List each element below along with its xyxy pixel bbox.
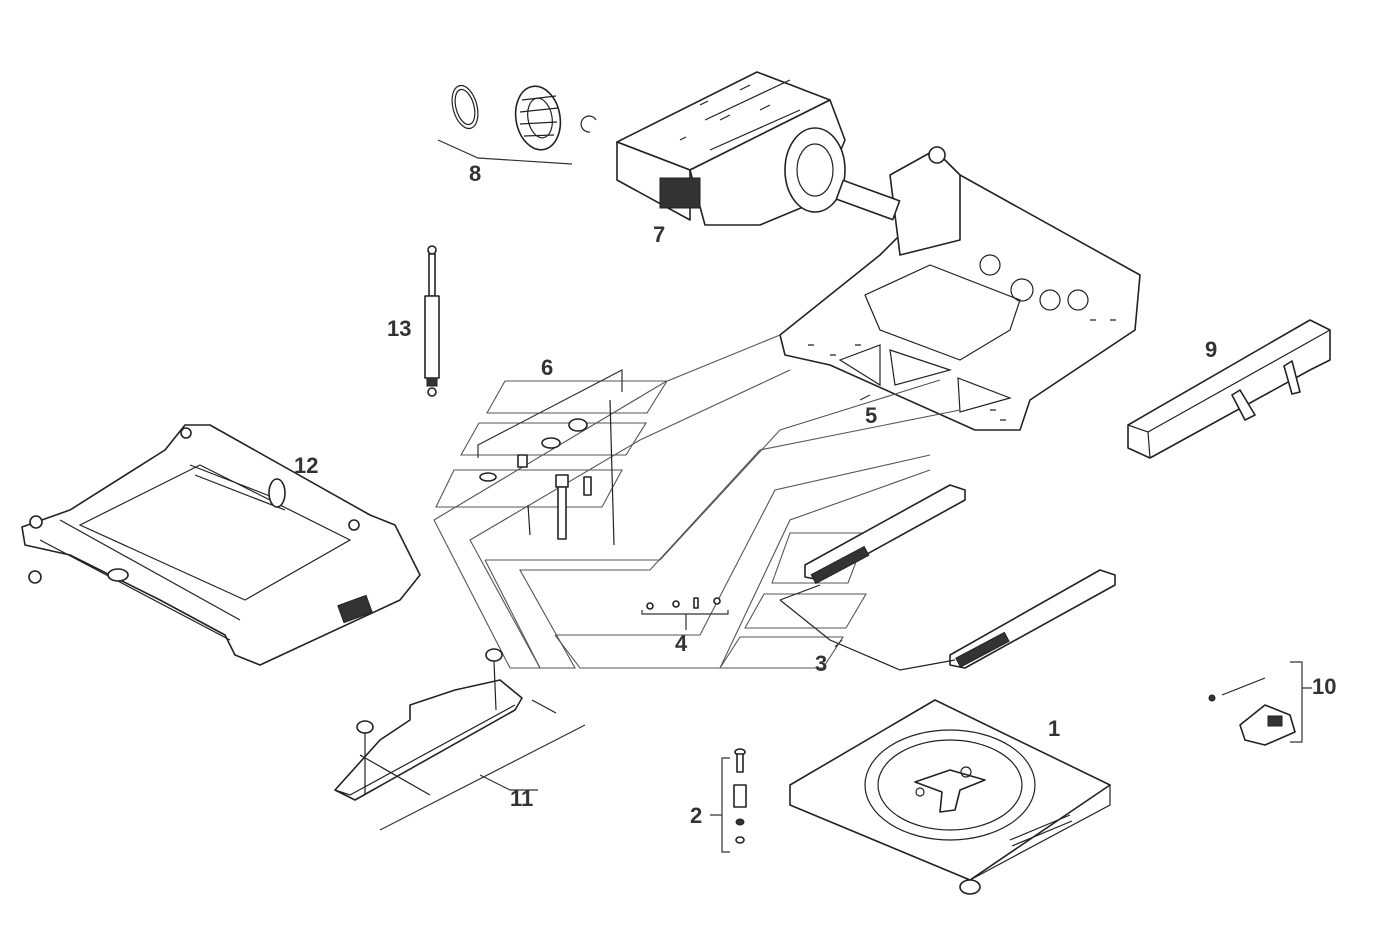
callout-13: 13 [387, 316, 411, 341]
part-2-bolt-spacer [710, 748, 747, 853]
part-9-armrest [1127, 319, 1331, 459]
callout-7: 7 [653, 222, 665, 247]
callout-3: 3 [815, 651, 827, 676]
part-3-slide-rails [779, 484, 1116, 671]
callout-4: 4 [675, 631, 688, 656]
part-6-fasteners [477, 369, 623, 546]
callout-8: 8 [469, 161, 481, 186]
part-10-latch [1208, 661, 1312, 746]
callout-5: 5 [865, 403, 877, 428]
callout-2: 2 [690, 803, 702, 828]
callout-12: 12 [294, 453, 318, 478]
part-8-ring-bearing-clip [437, 84, 597, 165]
part-7-mechanism [616, 71, 846, 226]
callout-1: 1 [1048, 716, 1060, 741]
part-1-swivel-base [789, 699, 1111, 895]
callout-labels: 1 2 3 4 5 6 7 8 9 10 11 12 13 [294, 161, 1336, 828]
part-13-gas-spring [424, 245, 440, 397]
callout-10: 10 [1312, 674, 1336, 699]
callout-9: 9 [1205, 337, 1217, 362]
part-11-side-shield [334, 648, 586, 831]
callout-leaders [834, 394, 871, 648]
callout-11: 11 [510, 786, 533, 811]
callout-6: 6 [541, 355, 553, 380]
part-12-slide-frame [21, 424, 421, 666]
part-4-hardware [641, 597, 729, 630]
part-5-seat-frame [779, 146, 1141, 431]
